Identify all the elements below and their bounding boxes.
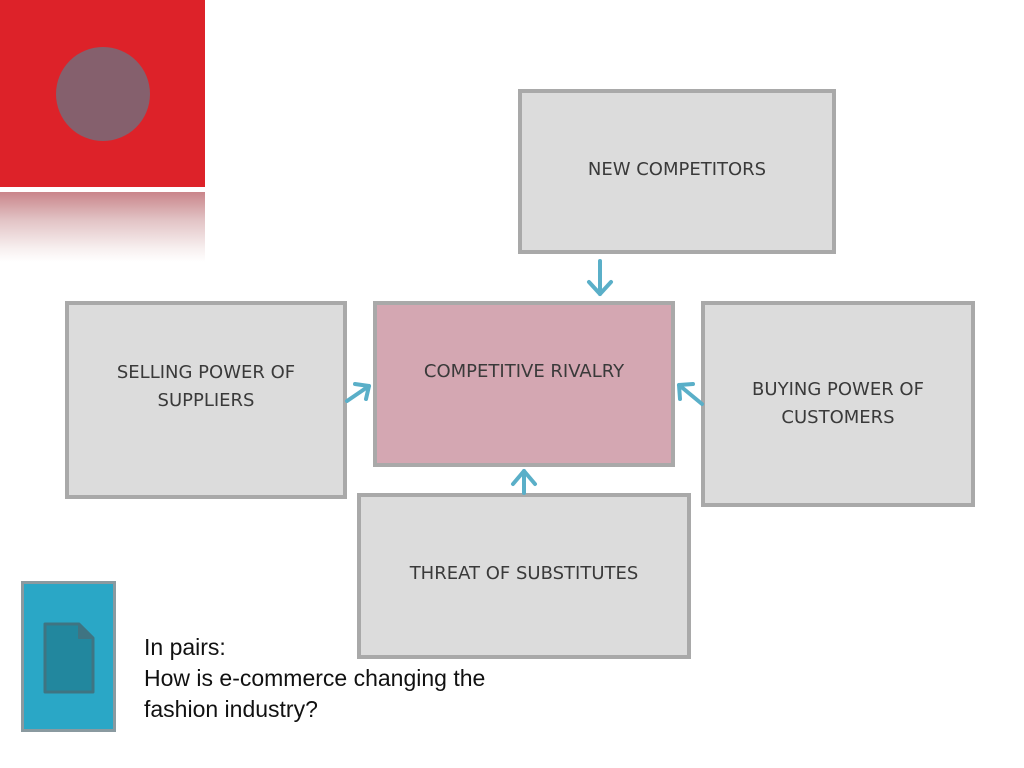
- document-tile: [21, 581, 116, 732]
- customers-label-line-2: CUSTOMERS: [781, 407, 895, 428]
- arrow-down-icon: [587, 259, 613, 296]
- box-customers: BUYING POWER OF CUSTOMERS: [701, 301, 975, 507]
- suppliers-label-line-1: SELLING POWER OF: [116, 362, 296, 383]
- new-competitors-label: NEW COMPETITORS: [587, 158, 767, 180]
- prompt-line-1: In pairs:: [144, 634, 226, 660]
- prompt-line-2: How is e-commerce changing the: [144, 665, 486, 691]
- document-icon: [43, 622, 95, 694]
- suppliers-label-line-2: SUPPLIERS: [157, 390, 255, 411]
- circle-decoration: [56, 47, 150, 141]
- red-accent-block: [0, 0, 205, 187]
- arrow-up-icon: [511, 469, 537, 495]
- discussion-prompt: In pairs: How is e-commerce changing the…: [144, 632, 485, 725]
- prompt-line-3: fashion industry?: [144, 696, 318, 722]
- box-competitive-rivalry: COMPETITIVE RIVALRY: [373, 301, 675, 467]
- arrow-left-icon: [677, 382, 704, 406]
- customers-label-line-1: BUYING POWER OF: [752, 379, 924, 400]
- box-new-competitors: NEW COMPETITORS: [518, 89, 836, 254]
- substitutes-label: THREAT OF SUBSTITUTES: [409, 563, 639, 584]
- arrow-right-icon: [345, 382, 371, 403]
- fade-accent-block: [0, 192, 205, 262]
- competitive-rivalry-label: COMPETITIVE RIVALRY: [423, 361, 625, 382]
- box-suppliers: SELLING POWER OF SUPPLIERS: [65, 301, 347, 499]
- box-threat-of-substitutes: THREAT OF SUBSTITUTES: [357, 493, 691, 659]
